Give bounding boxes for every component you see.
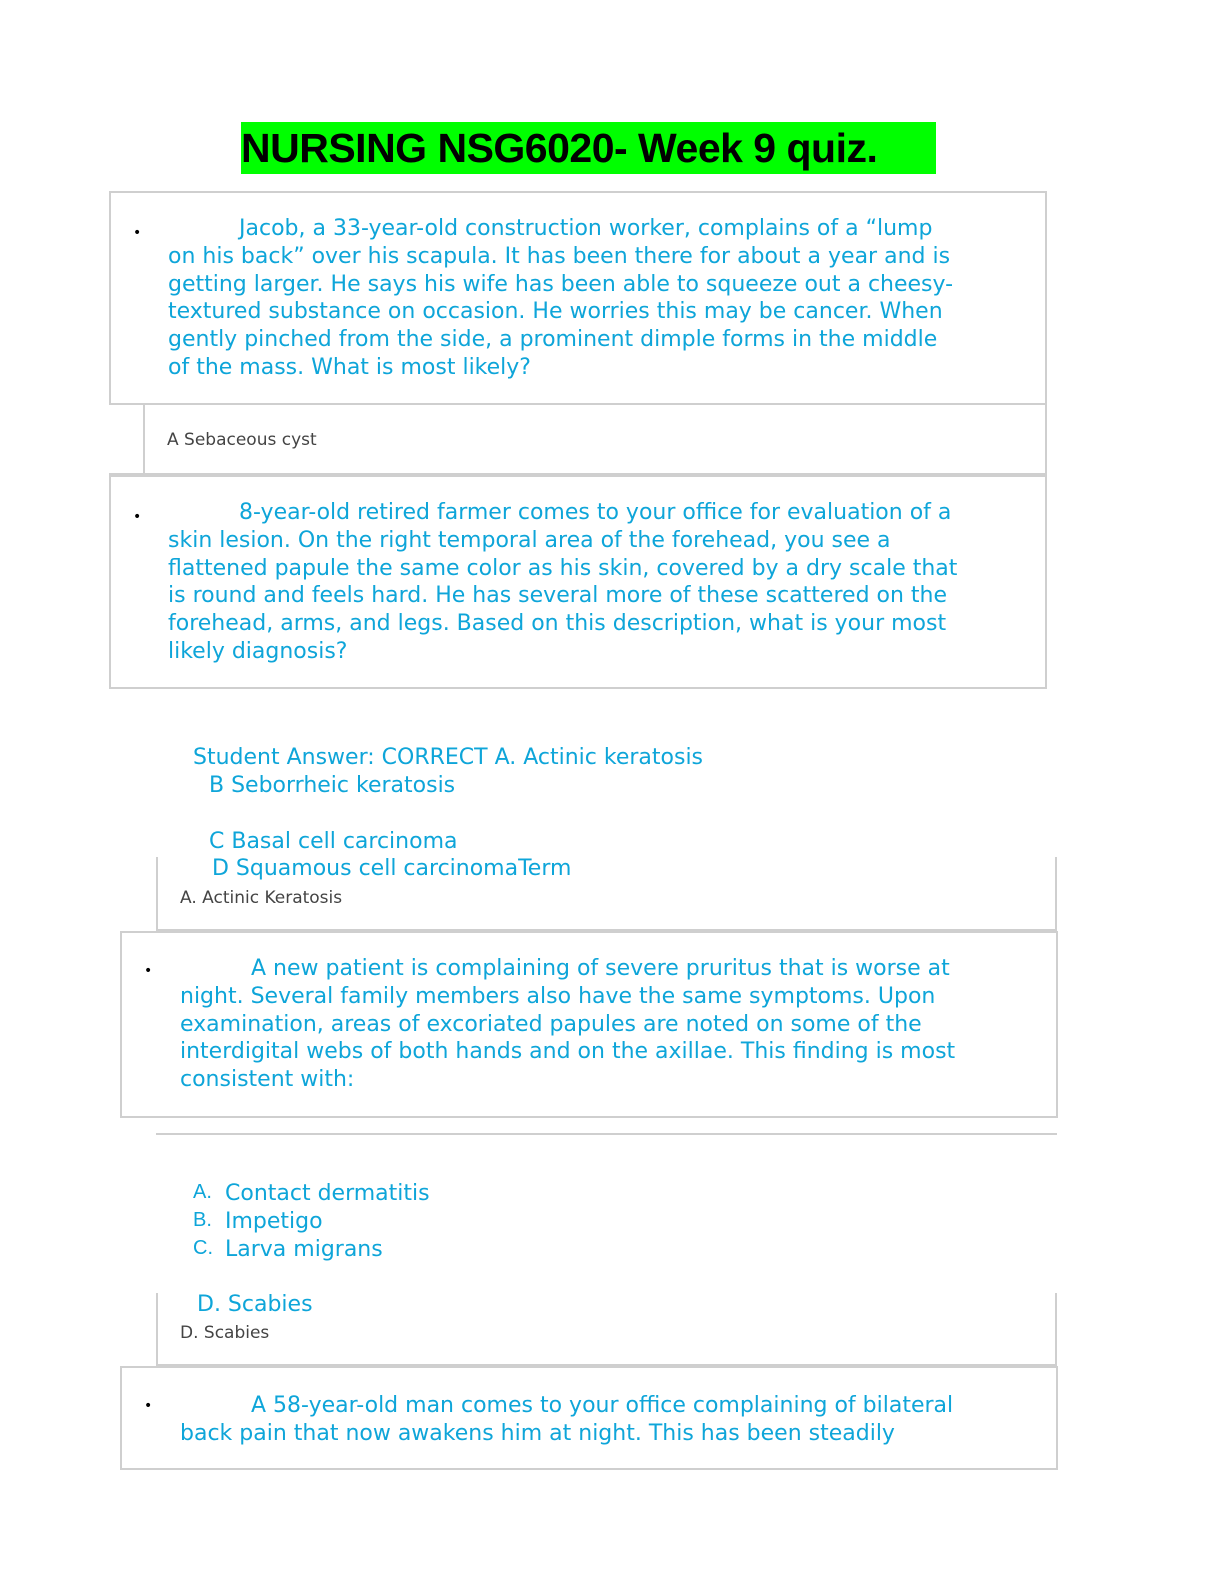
answer-2-left-border bbox=[156, 857, 158, 931]
question-1-box: • Jacob, a 33-year-old construction work… bbox=[109, 191, 1047, 405]
bullet: • bbox=[144, 1398, 153, 1414]
question-1-text: Jacob, a 33-year-old construction worker… bbox=[168, 216, 954, 380]
page-title: NURSING NSG6020- Week 9 quiz. bbox=[241, 122, 936, 174]
option-b: B. Impetigo bbox=[193, 1209, 323, 1234]
answer-1-divider bbox=[143, 405, 145, 475]
option-b: B Seborrheic keratosis bbox=[209, 773, 456, 798]
answer-2-bottom-border bbox=[156, 929, 1057, 931]
option-c: C. Larva migrans bbox=[193, 1237, 383, 1262]
option-c: C Basal cell carcinoma bbox=[209, 829, 458, 854]
option-a: A. Contact dermatitis bbox=[193, 1181, 430, 1206]
question-4-box: • A 58-year-old man comes to your office… bbox=[120, 1366, 1058, 1470]
option-letter: B. bbox=[193, 1209, 212, 1231]
bullet: • bbox=[133, 225, 142, 241]
option-text: Impetigo bbox=[225, 1209, 323, 1234]
option-text: Larva migrans bbox=[225, 1237, 383, 1262]
option-d: D Squamous cell carcinomaTerm bbox=[212, 856, 572, 881]
student-answer-line: Student Answer: CORRECT A. Actinic kerat… bbox=[193, 745, 704, 770]
answer-2-text: A. Actinic Keratosis bbox=[180, 888, 343, 908]
answer-2-right-border bbox=[1055, 857, 1057, 931]
option-letter: C. bbox=[193, 1237, 213, 1259]
question-3-box: • A new patient is complaining of severe… bbox=[120, 931, 1058, 1118]
question-2-text: 8-year-old retired farmer comes to your … bbox=[168, 500, 958, 664]
answer-3-right-border bbox=[1055, 1293, 1057, 1366]
answer-3-text: D. Scabies bbox=[180, 1323, 270, 1343]
question-2-box: • 8-year-old retired farmer comes to you… bbox=[109, 475, 1047, 689]
question-4-text: A 58-year-old man comes to your office c… bbox=[180, 1393, 954, 1446]
bullet: • bbox=[144, 963, 153, 979]
separator bbox=[156, 1133, 1057, 1135]
answer-3-left-border bbox=[156, 1293, 158, 1366]
option-d: D. Scabies bbox=[197, 1292, 313, 1317]
bullet: • bbox=[133, 509, 142, 525]
option-text: Contact dermatitis bbox=[225, 1181, 430, 1206]
answer-3-bottom-border bbox=[156, 1364, 1057, 1366]
question-3-text: A new patient is complaining of severe p… bbox=[180, 956, 956, 1093]
answer-1-text: A Sebaceous cyst bbox=[167, 430, 317, 450]
option-letter: A. bbox=[193, 1181, 212, 1203]
answer-1-box: A Sebaceous cyst bbox=[109, 403, 1047, 475]
